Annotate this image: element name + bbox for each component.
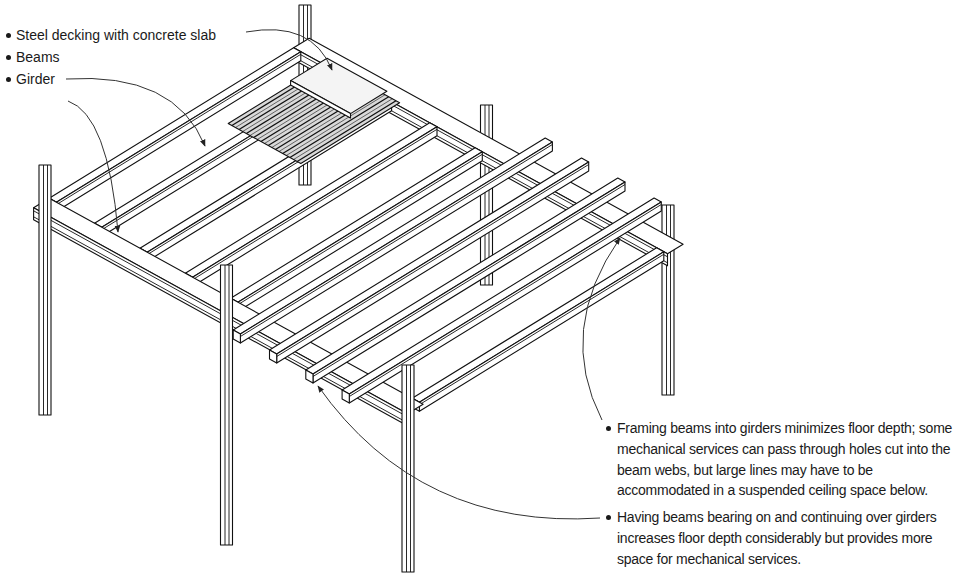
part-label: Steel decking with concrete slab: [16, 24, 216, 46]
bullet-dot: [6, 55, 11, 60]
column-web: [666, 205, 667, 395]
leader-line: [318, 386, 600, 519]
beam-flange: [277, 165, 589, 357]
beam-face: [349, 202, 661, 403]
beam-flange: [313, 185, 625, 377]
beam-top: [270, 158, 589, 354]
note-text: Having beams bearing on and continuing o…: [617, 507, 957, 569]
beam-top: [306, 178, 625, 374]
beam-top: [342, 198, 661, 394]
leader-line: [583, 238, 620, 420]
bullet-dot: [6, 77, 11, 82]
beam-end: [306, 370, 313, 383]
column-web: [225, 265, 226, 545]
column-flange: [229, 265, 230, 545]
beam-top: [231, 148, 483, 302]
beam-flange: [349, 205, 661, 397]
concrete-slab: [291, 58, 387, 113]
beam-flange: [240, 145, 552, 337]
column: [221, 265, 233, 545]
leader-line: [66, 78, 205, 146]
beam-end: [233, 330, 240, 343]
column-web: [406, 365, 407, 572]
column-web: [485, 105, 486, 285]
part-label: Beams: [16, 46, 60, 68]
frame-group: [34, 5, 684, 572]
column-web: [43, 165, 44, 415]
beam-end: [342, 390, 349, 403]
column: [402, 365, 414, 572]
concrete-slab-edge: [291, 81, 351, 119]
beam-face: [277, 162, 589, 363]
beam-end: [270, 350, 277, 363]
column: [39, 165, 51, 415]
leader-line: [68, 101, 118, 232]
part-label: Girder: [16, 68, 55, 90]
note-text: Framing beams into girders minimizes flo…: [617, 418, 957, 501]
beam-flange: [238, 154, 482, 304]
column-flange: [670, 205, 671, 395]
column-flange: [47, 165, 48, 415]
bullet-dot: [606, 515, 611, 520]
bullet-dot: [606, 426, 611, 431]
column-flange: [410, 365, 411, 572]
bullet-dot: [6, 33, 11, 38]
beam-face: [313, 182, 625, 383]
leader-line: [246, 30, 332, 70]
beam-face: [240, 142, 552, 343]
